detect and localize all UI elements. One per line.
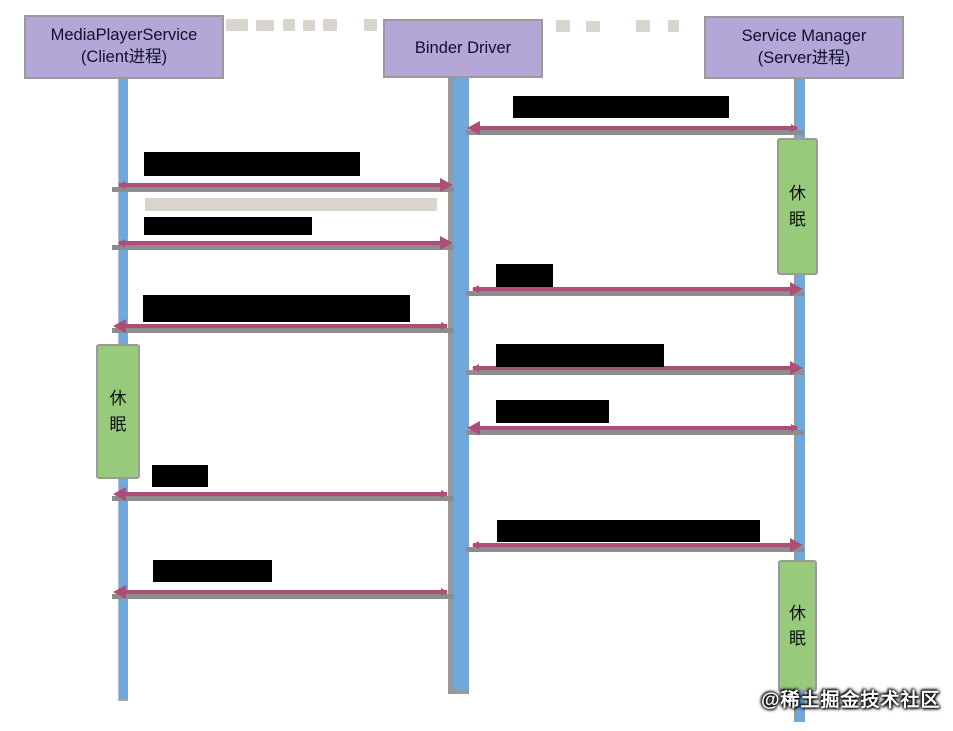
redacted-message-label bbox=[143, 295, 410, 322]
actor-box-service-manager: Service Manager (Server进程) bbox=[704, 16, 904, 79]
arrow-shadow bbox=[466, 430, 804, 435]
sleep-label: 休 眠 bbox=[789, 603, 806, 649]
redacted-message-label bbox=[144, 152, 360, 176]
arrowhead-source-icon bbox=[791, 424, 798, 432]
actor-box-binder-driver: Binder Driver bbox=[383, 19, 543, 78]
ghost-redaction-smudge bbox=[668, 20, 679, 32]
message-arrow bbox=[466, 361, 804, 380]
ghost-redaction-smudge bbox=[586, 21, 600, 32]
arrowhead-source-icon bbox=[472, 541, 479, 549]
redacted-message-label bbox=[152, 465, 208, 487]
sleep-box-mediaplayerservice: 休 眠 bbox=[96, 344, 140, 479]
arrow-shadow bbox=[112, 496, 454, 501]
arrowhead-icon bbox=[467, 421, 480, 435]
actor-box-mediaplayerservice: MediaPlayerService (Client进程) bbox=[24, 15, 224, 79]
sleep-label: 休 眠 bbox=[109, 389, 127, 434]
ghost-redaction-smudge bbox=[636, 20, 650, 32]
arrowhead-icon bbox=[440, 236, 453, 250]
arrow-line bbox=[473, 287, 790, 291]
arrowhead-source-icon bbox=[472, 285, 479, 293]
redacted-message-label bbox=[497, 520, 760, 542]
arrow-line bbox=[480, 426, 797, 430]
lifeline-service-manager bbox=[794, 77, 805, 722]
message-arrow bbox=[112, 178, 454, 197]
actor-title: MediaPlayerService bbox=[50, 26, 198, 45]
arrow-line bbox=[473, 366, 790, 370]
watermark: @稀土掘金技术社区 bbox=[761, 690, 941, 711]
arrow-shadow bbox=[112, 328, 454, 333]
arrow-shadow bbox=[466, 547, 804, 552]
arrowhead-icon bbox=[467, 121, 480, 135]
arrowhead-source-icon bbox=[118, 239, 125, 247]
redacted-message-label bbox=[496, 264, 553, 287]
ghost-redaction-smudge bbox=[226, 19, 248, 31]
message-arrow bbox=[466, 421, 804, 440]
arrow-line bbox=[126, 324, 447, 328]
arrow-shadow bbox=[112, 187, 454, 192]
ghost-redaction-smudge bbox=[556, 20, 570, 32]
arrow-shadow bbox=[466, 370, 804, 375]
ghost-redaction-smudge bbox=[283, 19, 295, 31]
arrowhead-icon bbox=[790, 361, 803, 375]
message-arrow bbox=[466, 538, 804, 557]
arrowhead-source-icon bbox=[441, 490, 448, 498]
redacted-message-label bbox=[496, 400, 609, 423]
sleep-box-service-manager-bottom: 休 眠 bbox=[778, 560, 817, 692]
arrow-line bbox=[473, 543, 790, 547]
arrowhead-icon bbox=[113, 487, 126, 501]
arrow-line bbox=[126, 590, 447, 594]
arrowhead-source-icon bbox=[441, 588, 448, 596]
sleep-box-service-manager-top: 休 眠 bbox=[777, 138, 818, 275]
message-arrow bbox=[112, 236, 454, 255]
ghost-redaction-smudge bbox=[364, 19, 377, 31]
arrow-shadow bbox=[466, 291, 804, 296]
arrowhead-icon bbox=[440, 178, 453, 192]
arrow-line bbox=[119, 183, 440, 187]
arrow-line bbox=[119, 241, 440, 245]
arrowhead-source-icon bbox=[791, 124, 798, 132]
message-arrow bbox=[112, 585, 454, 604]
ghost-redaction-smudge bbox=[256, 20, 274, 31]
arrowhead-icon bbox=[113, 585, 126, 599]
message-arrow bbox=[466, 282, 804, 301]
actor-subtitle: (Client进程) bbox=[80, 48, 168, 66]
ghost-redaction-smudge bbox=[303, 20, 315, 31]
arrow-shadow bbox=[112, 594, 454, 599]
arrowhead-source-icon bbox=[441, 322, 448, 330]
message-arrow bbox=[466, 121, 804, 140]
arrow-line bbox=[126, 492, 447, 496]
arrowhead-source-icon bbox=[472, 364, 479, 372]
actor-subtitle: (Server进程) bbox=[757, 48, 851, 67]
actor-title: Service Manager bbox=[741, 26, 867, 45]
actor-title: Binder Driver bbox=[414, 38, 512, 57]
arrowhead-source-icon bbox=[118, 181, 125, 189]
ghost-redaction-smudge bbox=[145, 198, 437, 211]
arrowhead-icon bbox=[790, 538, 803, 552]
redacted-message-label bbox=[513, 96, 729, 118]
message-arrow bbox=[112, 487, 454, 506]
arrow-shadow bbox=[112, 245, 454, 250]
ghost-redaction-smudge bbox=[323, 19, 337, 31]
arrowhead-icon bbox=[790, 282, 803, 296]
message-arrow bbox=[112, 319, 454, 338]
arrowhead-icon bbox=[113, 319, 126, 333]
lifeline-binder-driver bbox=[448, 76, 469, 694]
redacted-message-label bbox=[496, 344, 664, 367]
sleep-label: 休 眠 bbox=[789, 184, 806, 229]
arrow-shadow bbox=[466, 130, 804, 135]
redacted-message-label bbox=[153, 560, 272, 582]
arrow-line bbox=[480, 126, 797, 130]
redacted-message-label bbox=[144, 217, 312, 235]
